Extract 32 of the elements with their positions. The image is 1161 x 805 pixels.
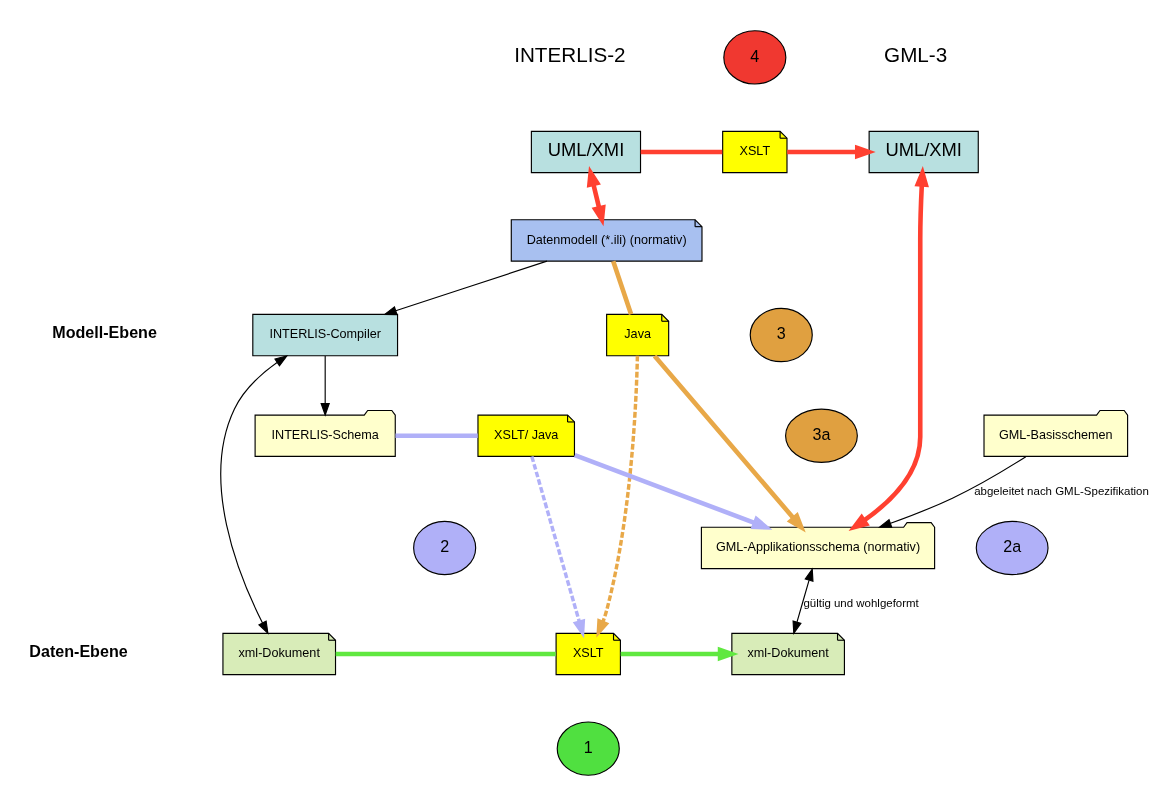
node-ellipse: 3a [785,408,858,463]
label: INTERLIS-2 [514,42,626,66]
node-ellipse: 4 [723,29,787,85]
arrow [848,165,929,531]
arrow [586,165,606,226]
label: GML-3 [884,42,948,66]
arrow [573,452,773,530]
node-box: UML/XMI [530,130,642,173]
arrow [220,354,289,635]
arrow [652,354,806,532]
node-ellipse: 2a [975,520,1049,575]
arrow [530,455,586,638]
label: Modell-Ebene [52,322,157,341]
node-ellipse: 1 [556,720,620,776]
arrow [792,566,814,635]
node-box: UML/XMI [868,130,979,173]
arrow [877,455,1027,528]
arrow [596,355,640,638]
edge-label: gültig und wohlgeformt [803,596,919,609]
connector [611,259,634,315]
connector [640,149,723,154]
arrow [620,646,739,661]
connector [395,432,478,438]
label: Daten-Ebene [29,641,128,660]
arrow [787,144,876,159]
arrow [383,260,548,315]
node-ellipse: 2 [413,520,477,575]
node-box: INTERLIS-Compiler [252,313,399,356]
connector [335,651,556,656]
edge-label: abgeleitet nach GML-Spezifikation [974,484,1149,497]
arrow [320,355,330,417]
node-ellipse: 3 [749,307,813,362]
